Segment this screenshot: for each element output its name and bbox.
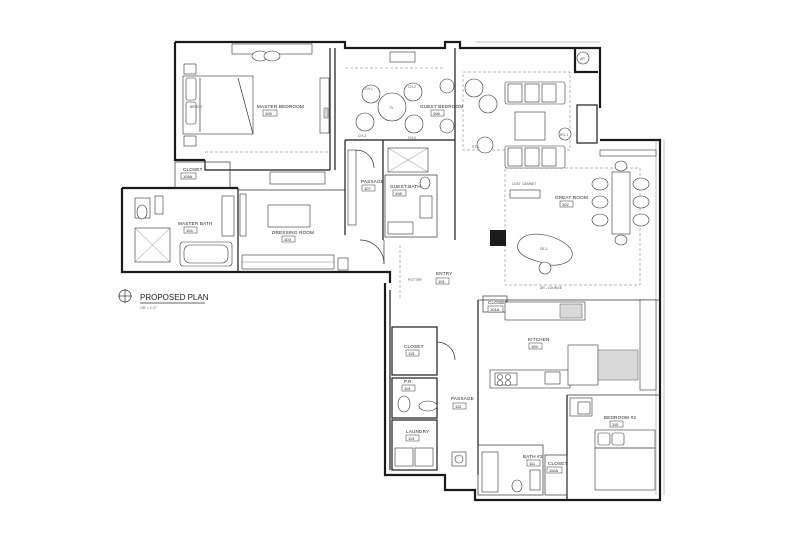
kitchen-fixtures (489, 299, 657, 391)
powder-room-fixtures (397, 395, 438, 413)
dining-furniture (490, 149, 657, 275)
entry-door-swing (359, 239, 385, 265)
closet-110a-name: CLOSET (548, 461, 568, 466)
potter-label: POTTER (408, 278, 422, 282)
master-bath-name: MASTER BATH (178, 221, 213, 226)
laundry-number: 113 (408, 436, 415, 441)
closet-110a-number: 110A (549, 468, 558, 473)
passage-107-name: PASSAGE (361, 179, 384, 184)
dressing-room-number: 103 (284, 237, 291, 242)
tv-label: TV (389, 106, 394, 110)
guest-bedroom-number: 106 (433, 111, 440, 116)
ar-tag: AR (580, 57, 585, 61)
kitchen-name: KITCHEN (528, 337, 550, 342)
rg1-label: RG-1 (560, 133, 568, 137)
master-bath-number: 104 (186, 228, 193, 233)
closet-105a-number: 105A (183, 174, 193, 179)
closet-115-number: 115 (408, 351, 415, 356)
master-bedroom-name: MASTER BEDROOM (257, 104, 304, 109)
dressing-room-furniture (239, 171, 349, 271)
desk-label: DE-1 (540, 247, 548, 251)
passage-107-number: 107 (364, 186, 371, 191)
guest-bath-name: GUEST BATH (390, 184, 421, 189)
ar-lounge-label: AR - LOUNGE (540, 286, 563, 290)
entry-name: ENTRY (436, 271, 453, 276)
great-room-number: 102 (562, 202, 569, 207)
bedroom-2-number: 110 (612, 422, 619, 427)
guest-bedroom-furniture (355, 51, 455, 134)
ch3-label: CH-3 (358, 134, 366, 138)
guest-bath-number: 108 (395, 191, 402, 196)
kitchen-number: 109 (531, 344, 538, 349)
closet-105a-name: CLOSET (183, 167, 203, 172)
master-bedroom-number: 105 (265, 111, 272, 116)
passage-107-fixtures (347, 149, 375, 226)
lounge-furniture (464, 78, 572, 199)
bench-label: BENCH (190, 105, 202, 109)
exterior-walls (120, 40, 662, 502)
bedroom-2-name: BEDROOM #2 (604, 415, 636, 420)
ch4-label: CH-4 (408, 136, 416, 140)
closet-115-name: CLOSET (404, 344, 424, 349)
lost-cabinet-label: LOST CABINET (512, 182, 536, 186)
master-bedroom-furniture (182, 43, 330, 147)
passage-112-number: 112 (455, 404, 462, 409)
bedroom-2-furniture (569, 397, 656, 491)
plan-scale: 1/8" = 1'-0" (140, 306, 157, 310)
closet-101a-number: 101A (490, 307, 500, 312)
entry-number: 101 (438, 279, 445, 284)
pr-name: P.R. (404, 379, 413, 384)
closet-101a-name: CLOSET (488, 300, 508, 305)
guest-bath-fixtures (387, 147, 433, 235)
bath-2-name: BATH #2 (523, 454, 543, 459)
window-strips (475, 41, 665, 495)
pr-number: 114 (404, 386, 411, 391)
guest-bedroom-name: GUEST BEDROOM (420, 104, 463, 109)
great-room-name: GREAT ROOM (555, 195, 588, 200)
ch1-label: CH-1 (365, 87, 373, 91)
passage-112-name: PASSAGE (451, 396, 474, 401)
bath-2-number: 111 (529, 461, 536, 466)
master-bath-fixtures (134, 195, 235, 267)
plan-title-block: PROPOSED PLAN 1/8" = 1'-0" (118, 289, 209, 310)
closet-115-door-swing (436, 341, 456, 361)
plan-title: PROPOSED PLAN (140, 293, 209, 302)
laundry-fixtures (394, 447, 467, 467)
bath-2-fixtures (481, 451, 541, 493)
laundry-name: LAUNDRY (406, 429, 429, 434)
dressing-room-name: DRESSING ROOM (272, 230, 314, 235)
st1-label: ST-1 (472, 145, 479, 149)
ch2-label: CH-2 (408, 85, 416, 89)
